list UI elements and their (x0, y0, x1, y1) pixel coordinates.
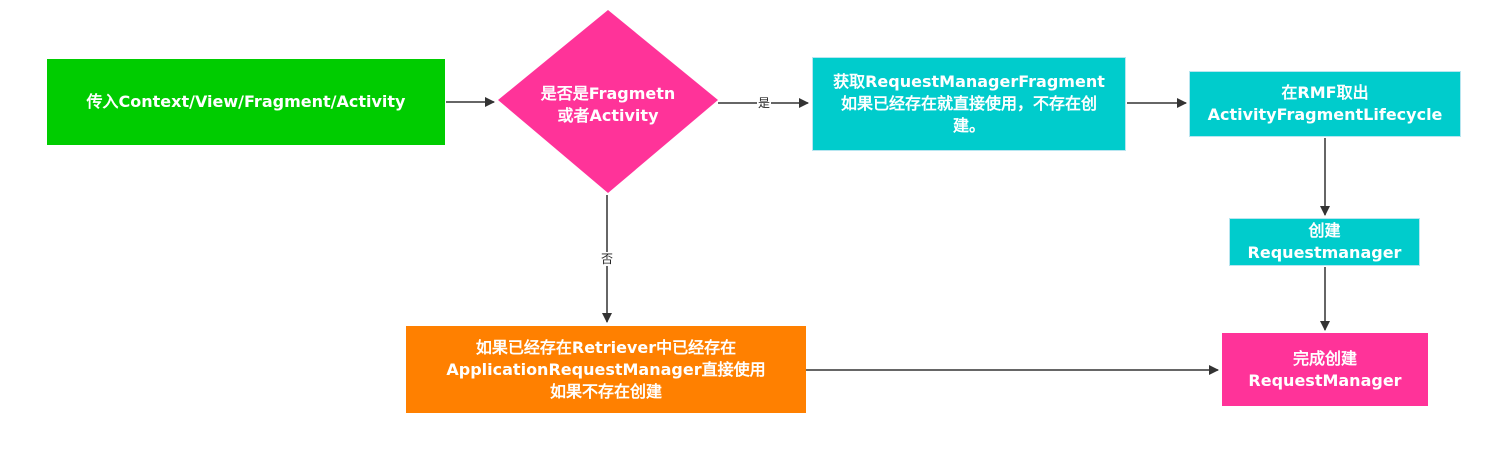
edge-label-yes: 是 (757, 96, 772, 110)
take-lifecycle-node: 在RMF取出 ActivityFragmentLifecycle (1189, 71, 1461, 137)
create-rm-node: 创建 Requestmanager (1229, 218, 1420, 266)
done-node: 完成创建 RequestManager (1222, 333, 1428, 406)
get-rmf-label: 获取RequestManagerFragment 如果已经存在就直接使用，不存在… (833, 72, 1105, 135)
retriever-node: 如果已经存在Retriever中已经存在 ApplicationRequestM… (406, 326, 806, 413)
edge-label-no: 否 (600, 252, 615, 266)
decision-text: 是否是Fragmetn 或者Activity (540, 84, 676, 125)
input-node: 传入Context/View/Fragment/Activity (47, 59, 445, 145)
take-lifecycle-label: 在RMF取出 ActivityFragmentLifecycle (1207, 83, 1443, 124)
input-node-label: 传入Context/View/Fragment/Activity (86, 92, 406, 111)
retriever-label: 如果已经存在Retriever中已经存在 ApplicationRequestM… (446, 337, 766, 401)
done-label: 完成创建 RequestManager (1248, 348, 1402, 390)
get-rmf-node: 获取RequestManagerFragment 如果已经存在就直接使用，不存在… (812, 57, 1126, 151)
decision-label: 是否是Fragmetn 或者Activity (498, 78, 718, 132)
create-rm-label: 创建 Requestmanager (1247, 221, 1402, 262)
decision-diamond (498, 10, 718, 193)
